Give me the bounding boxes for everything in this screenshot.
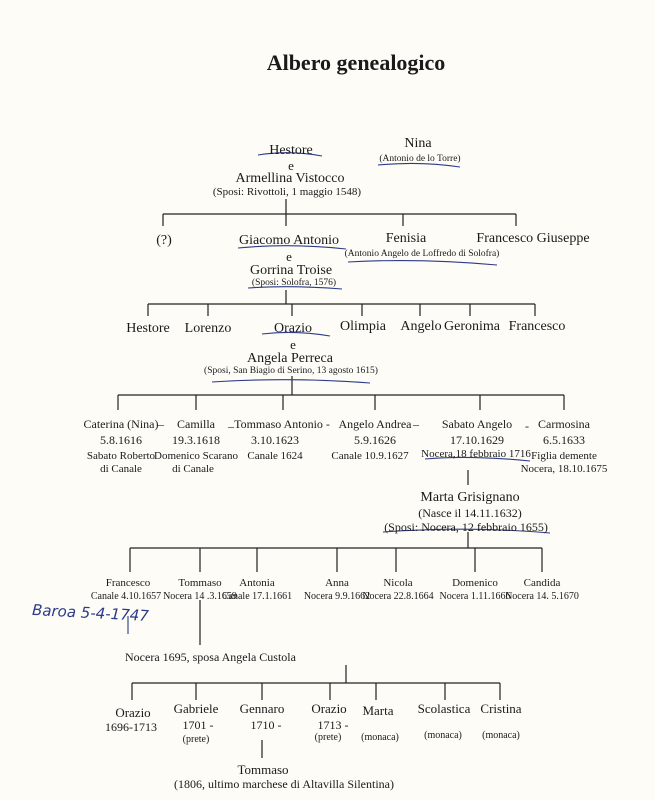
person-armellina: Armellina Vistocco [235, 171, 345, 186]
person-nicola: Nicola [383, 577, 413, 589]
note: Nocera 14. 5.1670 [505, 591, 579, 602]
note: (prete) [314, 732, 342, 743]
person-marta-grisignano: Marta Grisignano [420, 490, 520, 505]
note: Canale 1624 [247, 450, 303, 462]
note: Nocera 14 .3.1659 [163, 591, 237, 602]
person-antonia: Antonia [239, 577, 275, 589]
person-francesco-giuseppe: Francesco Giuseppe [476, 231, 590, 246]
dash: – [228, 419, 234, 433]
connector-e: e [286, 249, 292, 264]
person-camilla: Camilla [177, 417, 215, 431]
marriage-note: Nocera 1695, sposa Angela Custola [125, 650, 296, 664]
note: (monaca) [482, 730, 520, 741]
page-title: Albero genealogico [266, 50, 446, 75]
person-note: (Antonio Angelo de Loffredo di Solofra) [344, 249, 500, 259]
person-nina: Nina [404, 136, 432, 151]
note: Figlia demente [531, 450, 597, 462]
person-scolastica: Scolastica [417, 701, 471, 716]
date: 5.8.1616 [100, 433, 142, 447]
person-caterina: Caterina (Nina) [83, 417, 159, 431]
marriage-note: (Sposi: Solofra, 1576) [251, 278, 337, 288]
connector-e: e [290, 337, 296, 352]
person-angelo-andrea: Angelo Andrea [338, 417, 412, 431]
person-hestore: Hestore [269, 143, 313, 158]
person-cristina: Cristina [480, 701, 522, 716]
note: Sabato Roberto [86, 450, 156, 462]
person-orazio: Orazio [273, 321, 313, 336]
note: Canale 17.1.1661 [221, 591, 293, 602]
note: Nocera 22.8.1664 [362, 591, 434, 602]
date: 1710 - [250, 718, 282, 732]
person-candida: Candida [523, 577, 561, 589]
person-giacomo-antonio: Giacomo Antonio [239, 233, 339, 248]
note: Nocera 9.9.1662 [303, 591, 371, 602]
person-fenisia: Fenisia [385, 231, 427, 246]
marriage-note: (Sposi: Nocera, 12 febbraio 1655) [384, 520, 548, 534]
date: 19.3.1618 [172, 433, 220, 447]
dash: - [525, 419, 529, 433]
person-unknown: (?) [156, 233, 172, 248]
note: di Canale [100, 463, 142, 475]
person-lorenzo: Lorenzo [184, 321, 232, 336]
note: di Canale [172, 463, 214, 475]
dash: – [158, 417, 164, 431]
person-marta: Marta [362, 703, 394, 718]
note: (monaca) [424, 730, 462, 741]
birth-note: (Nasce il 14.11.1632) [418, 506, 522, 520]
person-carmosina: Carmosina [538, 417, 590, 431]
person-olimpia: Olimpia [340, 319, 386, 334]
person-note: (Antonio de lo Torre) [379, 154, 461, 164]
note: Nocera 1.11.1666 [439, 591, 511, 602]
note: Canale 4.10.1657 [90, 591, 162, 602]
note: Canale 10.9.1627 [331, 450, 409, 462]
note: (1806, ultimo marchese di Altavilla Sile… [174, 777, 394, 791]
person-angelo: Angelo [400, 319, 442, 334]
date: 1713 - [317, 718, 349, 732]
person-sabato-angelo: Sabato Angelo [441, 417, 513, 431]
person-gennaro: Gennaro [239, 701, 285, 716]
note: (monaca) [361, 732, 399, 743]
person-tommaso: Tommaso [178, 577, 222, 589]
marriage-note: (Sposi: Rivottoli, 1 maggio 1548) [212, 186, 362, 198]
note: (prete) [182, 734, 210, 745]
date: 3.10.1623 [251, 433, 299, 447]
person-anna: Anna [325, 577, 349, 589]
person-gabriele: Gabriele [173, 701, 219, 716]
person-gorrina: Gorrina Troise [249, 263, 333, 278]
person-francesco-2: Francesco [105, 577, 151, 589]
date: 17.10.1629 [450, 433, 504, 447]
person-hestore-2: Hestore [126, 321, 170, 336]
person-francesco: Francesco [508, 319, 566, 334]
date: 6.5.1633 [543, 433, 585, 447]
person-domenico: Domenico [452, 577, 498, 589]
note: Nocera,18 febbraio 1716 [421, 448, 531, 460]
connector-e: e [288, 158, 294, 173]
person-orazio-3: Orazio [311, 701, 347, 716]
person-tommaso-antonio: Tommaso Antonio - [234, 417, 330, 431]
person-geronima: Geronima [444, 319, 500, 334]
date: 1696-1713 [105, 720, 157, 734]
note: Domenico Scarano [154, 450, 238, 462]
dash: – [413, 417, 419, 431]
marriage-note: (Sposi, San Biagio di Serino, 13 agosto … [204, 366, 378, 376]
date: 5.9.1626 [354, 433, 396, 447]
person-angela-perreca: Angela Perreca [247, 351, 333, 366]
note: Nocera, 18.10.1675 [520, 463, 608, 475]
person-tommaso-2: Tommaso [237, 762, 289, 777]
date: 1701 - [182, 718, 214, 732]
person-orazio-2: Orazio [115, 705, 151, 720]
